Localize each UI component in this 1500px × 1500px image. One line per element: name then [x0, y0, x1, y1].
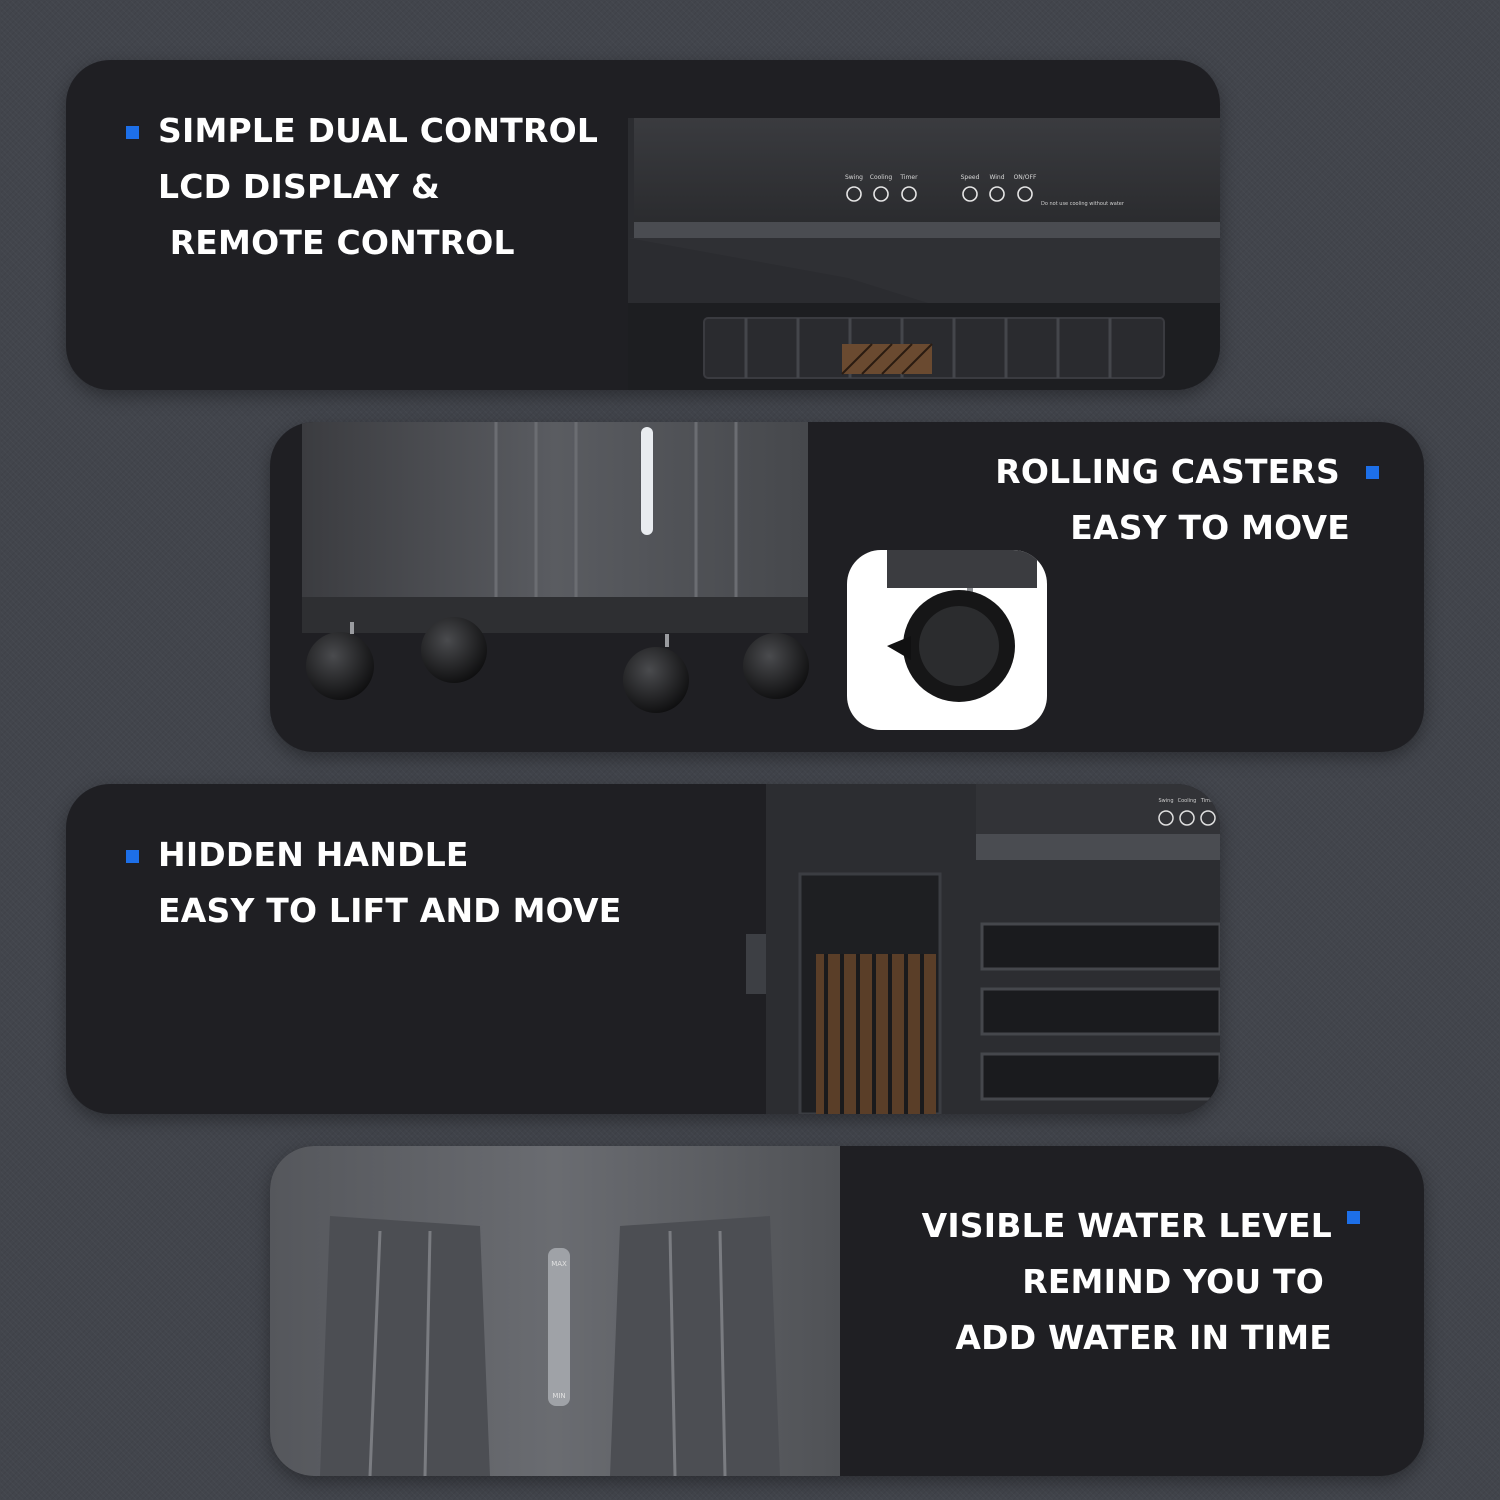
feature-line: EASY TO MOVE	[1070, 508, 1350, 547]
button-label-speed: Speed	[961, 174, 980, 181]
feature-line: ROLLING CASTERS	[995, 452, 1340, 491]
feature-line: REMIND YOU TO	[1022, 1262, 1324, 1301]
caster-closeup-inset	[847, 550, 1047, 730]
button-label-swing: Swing	[845, 174, 863, 181]
feature-line: ADD WATER IN TIME	[955, 1318, 1332, 1357]
button-label-cooling: Cooling	[870, 174, 893, 181]
feature-line: HIDDEN HANDLE	[158, 835, 469, 874]
feature-text-handle: HIDDEN HANDLE EASY TO LIFT AND MOVE	[158, 827, 621, 939]
casters-photo	[296, 422, 816, 722]
bullet-marker	[1366, 466, 1379, 479]
bullet-marker	[126, 126, 139, 139]
bullet-marker	[1347, 1211, 1360, 1224]
feature-card-water-level: MAX MIN VISIBLE WATER LEVEL REMIND YOU T…	[270, 1146, 1424, 1476]
warning-text: Do not use cooling without water	[1041, 201, 1125, 207]
water-max-label: MAX	[551, 1260, 567, 1268]
handle-photo: Swing Cooling Timer	[746, 784, 1220, 1114]
bullet-marker	[126, 850, 139, 863]
feature-card-casters: ROLLING CASTERS EASY TO MOVE	[270, 422, 1424, 752]
side-button-label-swing: Swing	[1159, 798, 1174, 804]
button-label-wind: Wind	[989, 174, 1004, 181]
button-label-onoff: ON/OFF	[1014, 174, 1037, 181]
feature-line: SIMPLE DUAL CONTROL	[158, 111, 599, 150]
side-button-label-cooling: Cooling	[1178, 798, 1197, 804]
water-tank-photo: MAX MIN	[270, 1146, 840, 1476]
feature-text-controls: SIMPLE DUAL CONTROL LCD DISPLAY & REMOTE…	[158, 103, 598, 271]
feature-line: VISIBLE WATER LEVEL	[921, 1206, 1332, 1245]
feature-line: LCD DISPLAY &	[158, 167, 440, 206]
feature-card-controls: SIMPLE DUAL CONTROL LCD DISPLAY & REMOTE…	[66, 60, 1220, 390]
feature-text-water-level: VISIBLE WATER LEVEL REMIND YOU TO ADD WA…	[922, 1198, 1332, 1366]
water-min-label: MIN	[552, 1392, 565, 1400]
feature-card-handle: HIDDEN HANDLE EASY TO LIFT AND MOVE Swin…	[66, 784, 1220, 1114]
button-label-timer: Timer	[899, 174, 918, 181]
feature-text-casters: ROLLING CASTERS EASY TO MOVE	[995, 444, 1350, 556]
side-button-label-timer: Timer	[1200, 798, 1216, 804]
control-panel-photo: Swing Cooling Timer Speed Wind ON/OFF Do…	[628, 118, 1220, 390]
feature-line: REMOTE CONTROL	[158, 223, 515, 262]
feature-line: EASY TO LIFT AND MOVE	[158, 891, 622, 930]
